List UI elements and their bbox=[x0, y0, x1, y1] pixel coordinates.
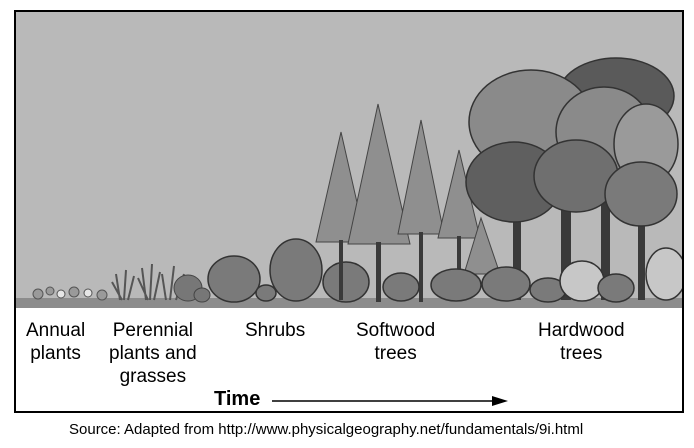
hardwood-understory bbox=[481, 247, 682, 303]
succession-illustration bbox=[16, 12, 682, 308]
stage-line: trees bbox=[374, 343, 417, 364]
hardwood-trees-drawing bbox=[465, 57, 679, 300]
stage-line: Hardwood bbox=[538, 320, 625, 341]
stage-line: plants and bbox=[109, 343, 197, 364]
stage-label-hardwood-trees: Hardwood trees bbox=[538, 319, 625, 365]
source-citation: Source: Adapted from http://www.physical… bbox=[69, 421, 584, 438]
stage-label-annual-plants: Annual plants bbox=[26, 319, 85, 365]
softwood-understory bbox=[382, 268, 482, 302]
perennial-clumps bbox=[173, 274, 211, 303]
stage-line: Annual bbox=[26, 320, 86, 341]
stage-label-shrubs: Shrubs bbox=[245, 319, 305, 342]
stage-label-softwood-trees: Softwood trees bbox=[356, 319, 435, 365]
annual-plants-drawing bbox=[32, 286, 108, 301]
time-axis-label: Time bbox=[214, 388, 261, 410]
stage-line: Perennial bbox=[112, 320, 193, 341]
stage-line: plants bbox=[30, 343, 81, 364]
stage-line: trees bbox=[560, 343, 603, 364]
softwood-trees-drawing bbox=[315, 103, 501, 275]
shrubs-drawing bbox=[207, 238, 370, 303]
stage-line: Softwood bbox=[356, 320, 436, 341]
time-arrow-icon bbox=[272, 396, 508, 406]
stage-line: grasses bbox=[119, 366, 187, 387]
stage-line: Shrubs bbox=[245, 320, 306, 341]
diagram-frame: Annual plants Perennial plants and grass… bbox=[14, 10, 684, 413]
ground bbox=[16, 298, 682, 308]
vegetation-drawing bbox=[16, 57, 682, 308]
stage-label-perennial-plants: Perennial plants and grasses bbox=[109, 319, 197, 388]
softwood-trunks bbox=[339, 232, 461, 302]
